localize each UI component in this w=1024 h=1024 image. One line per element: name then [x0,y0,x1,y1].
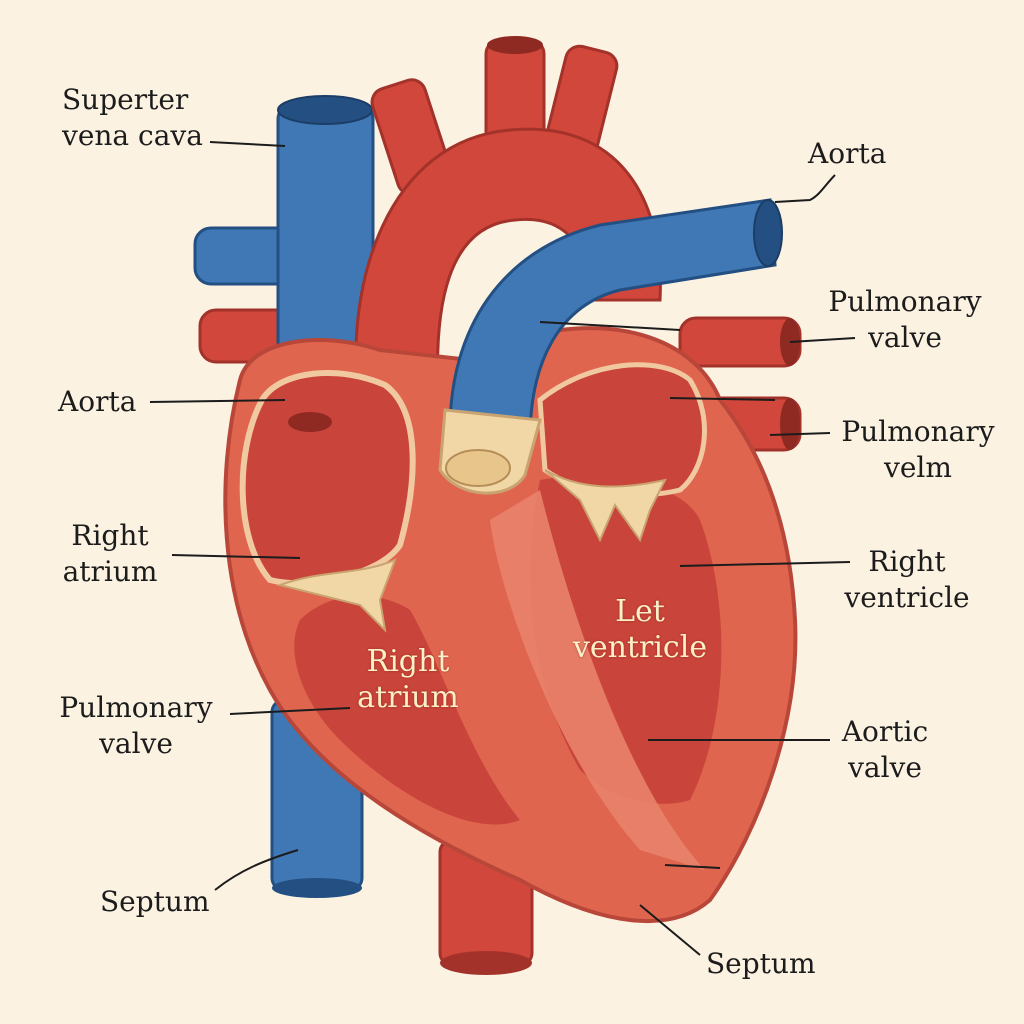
label-septum-bottom: Septum [706,947,816,980]
right-pulmonary-vessel-lower-opening [780,398,800,450]
right-ventricle-chamber [294,596,520,825]
leader-superter-vena-cava [209,141,286,147]
leader-pulmonary-velm [769,432,831,436]
label-pulmonary-valve-right: Pulmonary valve [828,285,982,354]
aortic-branch-middle-opening [487,36,543,54]
right-atrium-chamber [239,370,416,587]
label-pulmonary-valve-left: Pulmonary valve [59,691,213,760]
leader-septum-inner [664,864,721,869]
leader-septum-bottom [639,904,701,956]
septum-band [490,490,705,870]
label-aorta-left: Aorta [58,385,137,418]
leader-pulmonary-inner [539,321,681,331]
leader-right-ventricle [679,561,851,567]
leader-septum-left [214,849,299,891]
label-right-atrium-inner: Right atrium [357,644,459,715]
pulmonary-trunk [448,198,777,442]
upper-right-chamber [537,362,707,498]
inferior-vena-cava-opening [272,878,362,898]
leader-lines [149,141,856,956]
leader-aorta-top [774,174,836,203]
label-right-atrium-left: Right atrium [62,519,158,588]
pulmonary-trunk-opening [753,199,783,267]
label-superter-vena-cava: Superter vena cava [62,83,203,152]
leader-pulmonary-valve-left [229,707,351,715]
label-septum-left: Septum [100,885,210,918]
label-aortic-valve: Aortic valve [841,715,929,784]
atrium-opening [288,412,332,432]
descending-aorta-opening [440,951,532,975]
label-aorta-top: Aorta [808,137,887,170]
pulmonary-valve-opening [445,449,511,487]
mitral-valve [544,469,667,543]
leader-pulmonary-velm-inner [669,397,776,401]
leader-right-atrium-left [171,554,301,559]
label-let-ventricle: Let ventricle [572,594,708,665]
leader-aorta-left [149,399,286,403]
leader-pulmonary-valve-right [789,337,856,343]
label-pulmonary-velm: Pulmonary velm [841,415,995,484]
superior-vena-cava-opening [277,95,373,125]
tricuspid-valve [276,558,397,633]
label-right-ventricle: Right ventricle [844,545,970,614]
